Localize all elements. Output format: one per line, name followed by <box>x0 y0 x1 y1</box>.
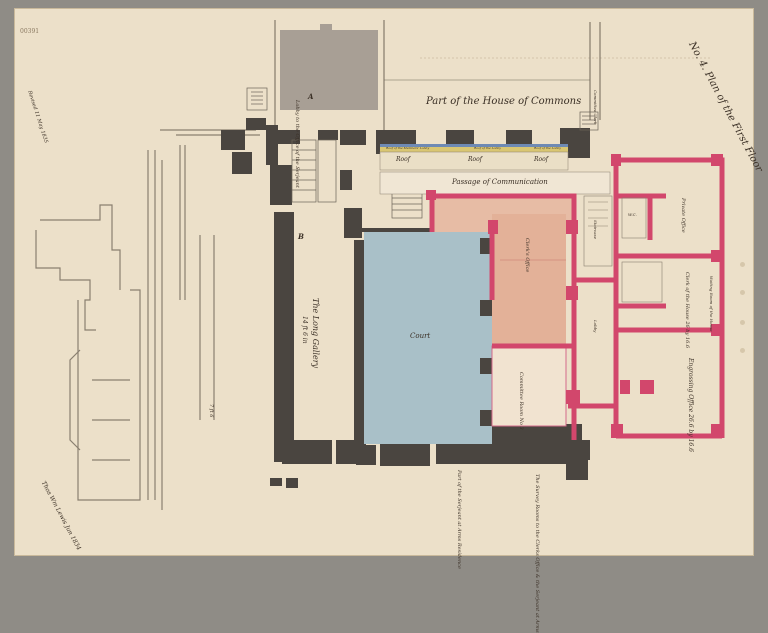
label-clerks-office: Clerk's Office <box>524 238 530 273</box>
label-long-gallery-dims: 14 ft 6 in <box>301 316 308 344</box>
label-long-gallery: The Long Gallery <box>311 298 320 369</box>
label-staircase: Staircase <box>593 220 598 239</box>
label-roof-lobby-3: Roof of the Lobby <box>534 146 562 150</box>
label-a: A <box>308 92 314 101</box>
label-lobby: Lobby <box>593 320 598 333</box>
label-committee-room: Committee Room No 3 <box>518 372 524 430</box>
label-waiting-room: Waiting Room of the House <box>709 276 714 332</box>
note-survey-rooms: The Survey Rooms to the Clerks Office & … <box>534 474 540 633</box>
document-sheet-stage: 00391 No. 4. Plan of the First Floor Par… <box>14 8 764 633</box>
label-committee-clerk: Committee Clerk <box>593 90 598 125</box>
label-roof-lobby-1: Roof of the Members' Lobby <box>386 146 430 150</box>
walls-grey <box>221 118 590 488</box>
walls-pink <box>429 157 725 440</box>
label-lobby-serjeant: Lobby to the Office of the Serjeant <box>294 100 300 188</box>
label-roof-3: Roof <box>534 156 548 163</box>
label-roof-1: Roof <box>396 156 410 163</box>
punch-hole <box>740 348 745 353</box>
punch-hole <box>740 320 745 325</box>
note-serjeant-residence: Part of the Serjeant at Arms Residence <box>456 470 462 569</box>
label-clerk-of-house: Clerk of the House 26 by 16.6 <box>684 272 690 349</box>
label-passage: Passage of Communication <box>452 178 548 186</box>
floor-plan-drawing <box>35 20 725 510</box>
left-pencil-sketch <box>35 129 260 510</box>
label-court: Court <box>410 332 431 340</box>
punch-hole <box>740 262 745 267</box>
label-b: B <box>298 232 304 241</box>
punch-hole <box>740 290 745 295</box>
label-roof-lobby-2: Roof of the Lobby <box>474 146 502 150</box>
label-private-office: Private Office <box>680 198 686 233</box>
sheet-number: 00391 <box>20 28 40 35</box>
label-engrossing-office: Engrossing Office 26.6 by 16.6 <box>687 358 694 452</box>
label-house-of-commons: Part of the House of Commons <box>426 96 582 107</box>
label-wc: W.C. <box>628 212 637 217</box>
label-roof-2: Roof <box>468 156 482 163</box>
dimension-side: 7 ft 6 <box>208 404 214 418</box>
